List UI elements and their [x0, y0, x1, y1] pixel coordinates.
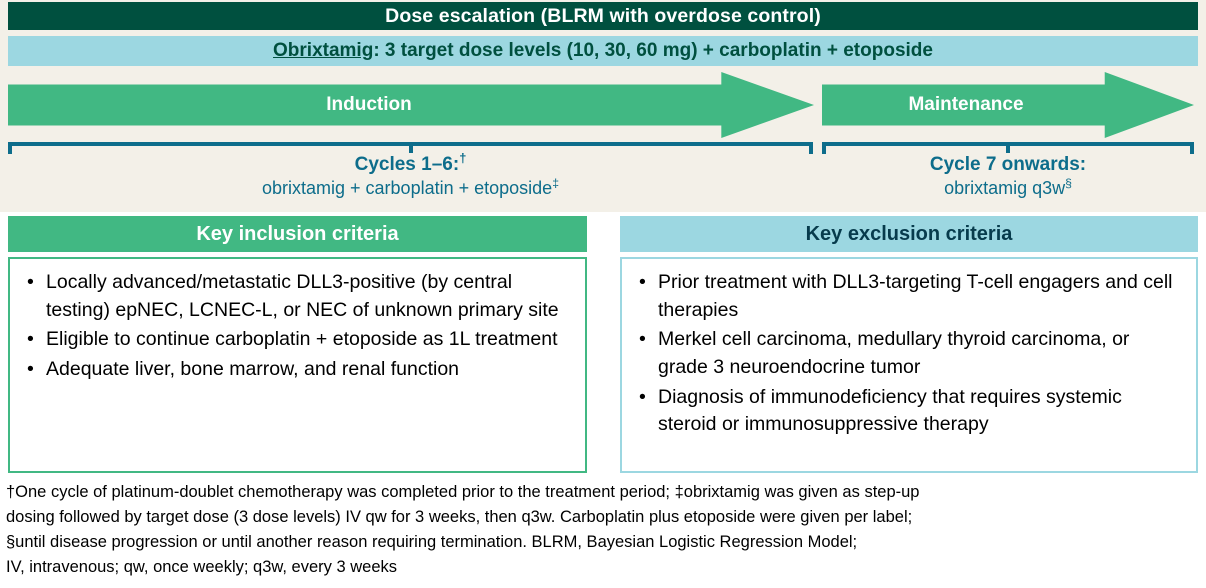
- cycle-title-induction-text: Cycles 1–6:: [354, 154, 460, 175]
- cycle-title-maintenance-text: Cycle 7 onwards:: [929, 154, 1087, 175]
- cycle-title-induction-footnote-marker: †: [459, 150, 467, 166]
- footnote-line-1: †One cycle of platinum-doublet chemother…: [6, 483, 920, 501]
- cycle-subtitle-induction-footnote-marker: ‡: [552, 176, 559, 191]
- cycle-subtitle-maintenance: obrixtamig q3w§: [822, 177, 1194, 201]
- list-item: • Diagnosis of immunodeficiency that requ…: [628, 384, 1184, 439]
- footnote-line-2: dosing followed by target dose (3 dose l…: [6, 508, 913, 527]
- inclusion-criteria-list: • Locally advanced/metastatic DLL3-positi…: [16, 269, 573, 384]
- list-item: • Eligible to continue carboplatin + etop…: [16, 326, 573, 354]
- cycle-caption-induction: Cycles 1–6:† obrixtamig + carboplatin + …: [8, 152, 813, 201]
- cycle-title-maintenance: Cycle 7 onwards:: [822, 152, 1194, 177]
- list-item: • Prior treatment with DLL3-targeting T-c…: [628, 269, 1184, 324]
- cycle-subtitle-maintenance-text: obrixtamig q3w: [944, 178, 1066, 199]
- dose-escalation-title-bar: Dose escalation (BLRM with overdose cont…: [8, 2, 1198, 30]
- bullet-icon: •: [27, 271, 34, 293]
- bracket-induction: [8, 142, 813, 154]
- inclusion-criteria-box: • Locally advanced/metastatic DLL3-positi…: [8, 257, 587, 473]
- list-item-text: Adequate liver, bone marrow, and renal f…: [46, 358, 460, 381]
- bracket-tick-icon: [1006, 142, 1010, 153]
- drug-regimen-label: : 3 target dose levels (10, 30, 60 mg) +…: [373, 40, 933, 61]
- list-item-text: Diagnosis of immunodeficiency that requi…: [658, 385, 1122, 436]
- cycle-caption-maintenance: Cycle 7 onwards: obrixtamig q3w§: [822, 152, 1194, 201]
- list-item-text: Prior treatment with DLL3-targeting T-ce…: [658, 271, 1173, 321]
- footnotes: †One cycle of platinum-doublet chemother…: [6, 480, 1202, 580]
- phase-arrow-induction: Induction: [8, 72, 814, 138]
- list-item: • Merkel cell carcinoma, medullary thyroi…: [628, 326, 1184, 381]
- bracket-maintenance: [822, 142, 1194, 154]
- list-item-text: Locally advanced/metastatic DLL3-positiv…: [46, 271, 559, 321]
- bullet-icon: •: [27, 358, 34, 381]
- cycle-subtitle-induction-text: obrixtamig + carboplatin + etoposide: [262, 178, 553, 199]
- footnote-line-3: §until disease progression or until anot…: [6, 533, 858, 552]
- list-item: • Locally advanced/metastatic DLL3-positi…: [16, 269, 573, 324]
- study-design-banner: Dose escalation (BLRM with overdose cont…: [0, 0, 1206, 212]
- bullet-icon: •: [639, 328, 646, 351]
- exclusion-criteria-box: • Prior treatment with DLL3-targeting T-c…: [620, 257, 1198, 473]
- phase-arrow-maintenance: Maintenance: [822, 72, 1194, 138]
- cycle-subtitle-induction: obrixtamig + carboplatin + etoposide‡: [8, 177, 813, 201]
- bracket-tick-icon: [408, 142, 413, 153]
- exclusion-criteria-list: • Prior treatment with DLL3-targeting T-c…: [628, 269, 1184, 439]
- phase-arrow-induction-label: Induction: [326, 94, 412, 115]
- footnote-line-4: IV, intravenous; qw, once weekly; q3w, e…: [6, 558, 398, 577]
- cycle-title-induction: Cycles 1–6:†: [8, 152, 813, 177]
- inclusion-criteria-header: Key inclusion criteria: [8, 216, 587, 252]
- bullet-icon: •: [639, 271, 646, 293]
- exclusion-criteria-header: Key exclusion criteria: [620, 216, 1198, 252]
- phase-arrow-maintenance-label: Maintenance: [908, 94, 1024, 115]
- list-item-text: Eligible to continue carboplatin + etopo…: [46, 328, 558, 351]
- cycle-subtitle-maintenance-footnote-marker: §: [1065, 176, 1072, 191]
- bullet-icon: •: [27, 328, 34, 351]
- drug-name-label: Obrixtamig: [273, 40, 374, 61]
- drug-regimen-bar: Obrixtamig: 3 target dose levels (10, 30…: [8, 36, 1198, 66]
- bullet-icon: •: [639, 385, 646, 408]
- list-item-text: Merkel cell carcinoma, medullary thyroid…: [658, 328, 1130, 379]
- list-item: • Adequate liver, bone marrow, and renal …: [16, 356, 573, 384]
